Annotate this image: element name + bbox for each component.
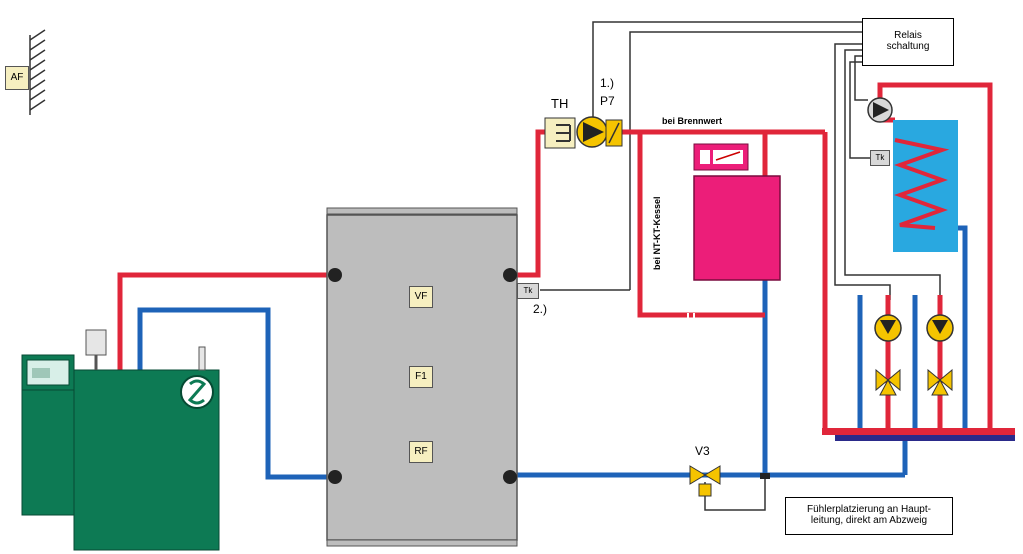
sensor-f1: F1 [409,366,433,388]
thermostat-th [544,117,576,149]
sensor-tk-buffer-label: Tk [523,286,533,295]
sensor-rf: RF [409,441,433,463]
sensor-af-label: AF [10,72,24,83]
heating-pump-1 [874,314,902,342]
sensor-placement-note: Fühlerplatzierung an Haupt- leitung, dir… [785,497,953,535]
manifold-supply [822,428,1015,435]
branch-sensor-mark [760,473,770,479]
relay-box: Relais schaltung [862,18,954,66]
label-note-2: 2.) [533,302,548,316]
sensor-tk-dhw: Tk [870,150,890,166]
supply-pipes [117,82,993,432]
control-wiring [540,21,941,511]
sensor-af: AF [5,66,29,90]
sensor-f1-label: F1 [415,371,427,382]
label-v3: V3 [695,444,710,458]
sensor-vf: VF [409,286,433,308]
return-pipes [137,225,968,480]
dhw-pump [867,97,893,123]
boiler [21,329,220,551]
label-note-1: 1.) [600,76,615,90]
outdoor-sensor-wall [29,29,46,115]
mixing-valve-2 [927,368,953,396]
sensor-vf-label: VF [414,291,428,302]
label-bei-nt: bei NT-KT-Kessel [652,196,662,270]
dhw-tank [893,120,958,252]
sensor-rf-label: RF [414,446,428,457]
condensing-heater [693,143,781,281]
label-th: TH [551,96,569,111]
circulation-pump-p7 [576,116,623,148]
mixing-valve-v3 [689,465,721,497]
label-bei-brennwert: bei Brennwert [662,116,723,126]
relay-box-line2: schaltung [886,41,930,52]
manifold-return [835,435,1015,441]
sensor-placement-line2: leitung, direkt am Abzweig [810,515,928,526]
sensor-tk-buffer: Tk [517,283,539,299]
boiler-flue-box [85,329,107,356]
heating-pump-2 [926,314,954,342]
sensor-tk-dhw-label: Tk [875,153,885,162]
sensor-placement-line1: Fühlerplatzierung an Haupt- [807,504,931,515]
relay-box-line1: Relais [894,30,922,41]
mixing-valve-1 [875,368,901,396]
label-p7: P7 [600,94,615,108]
